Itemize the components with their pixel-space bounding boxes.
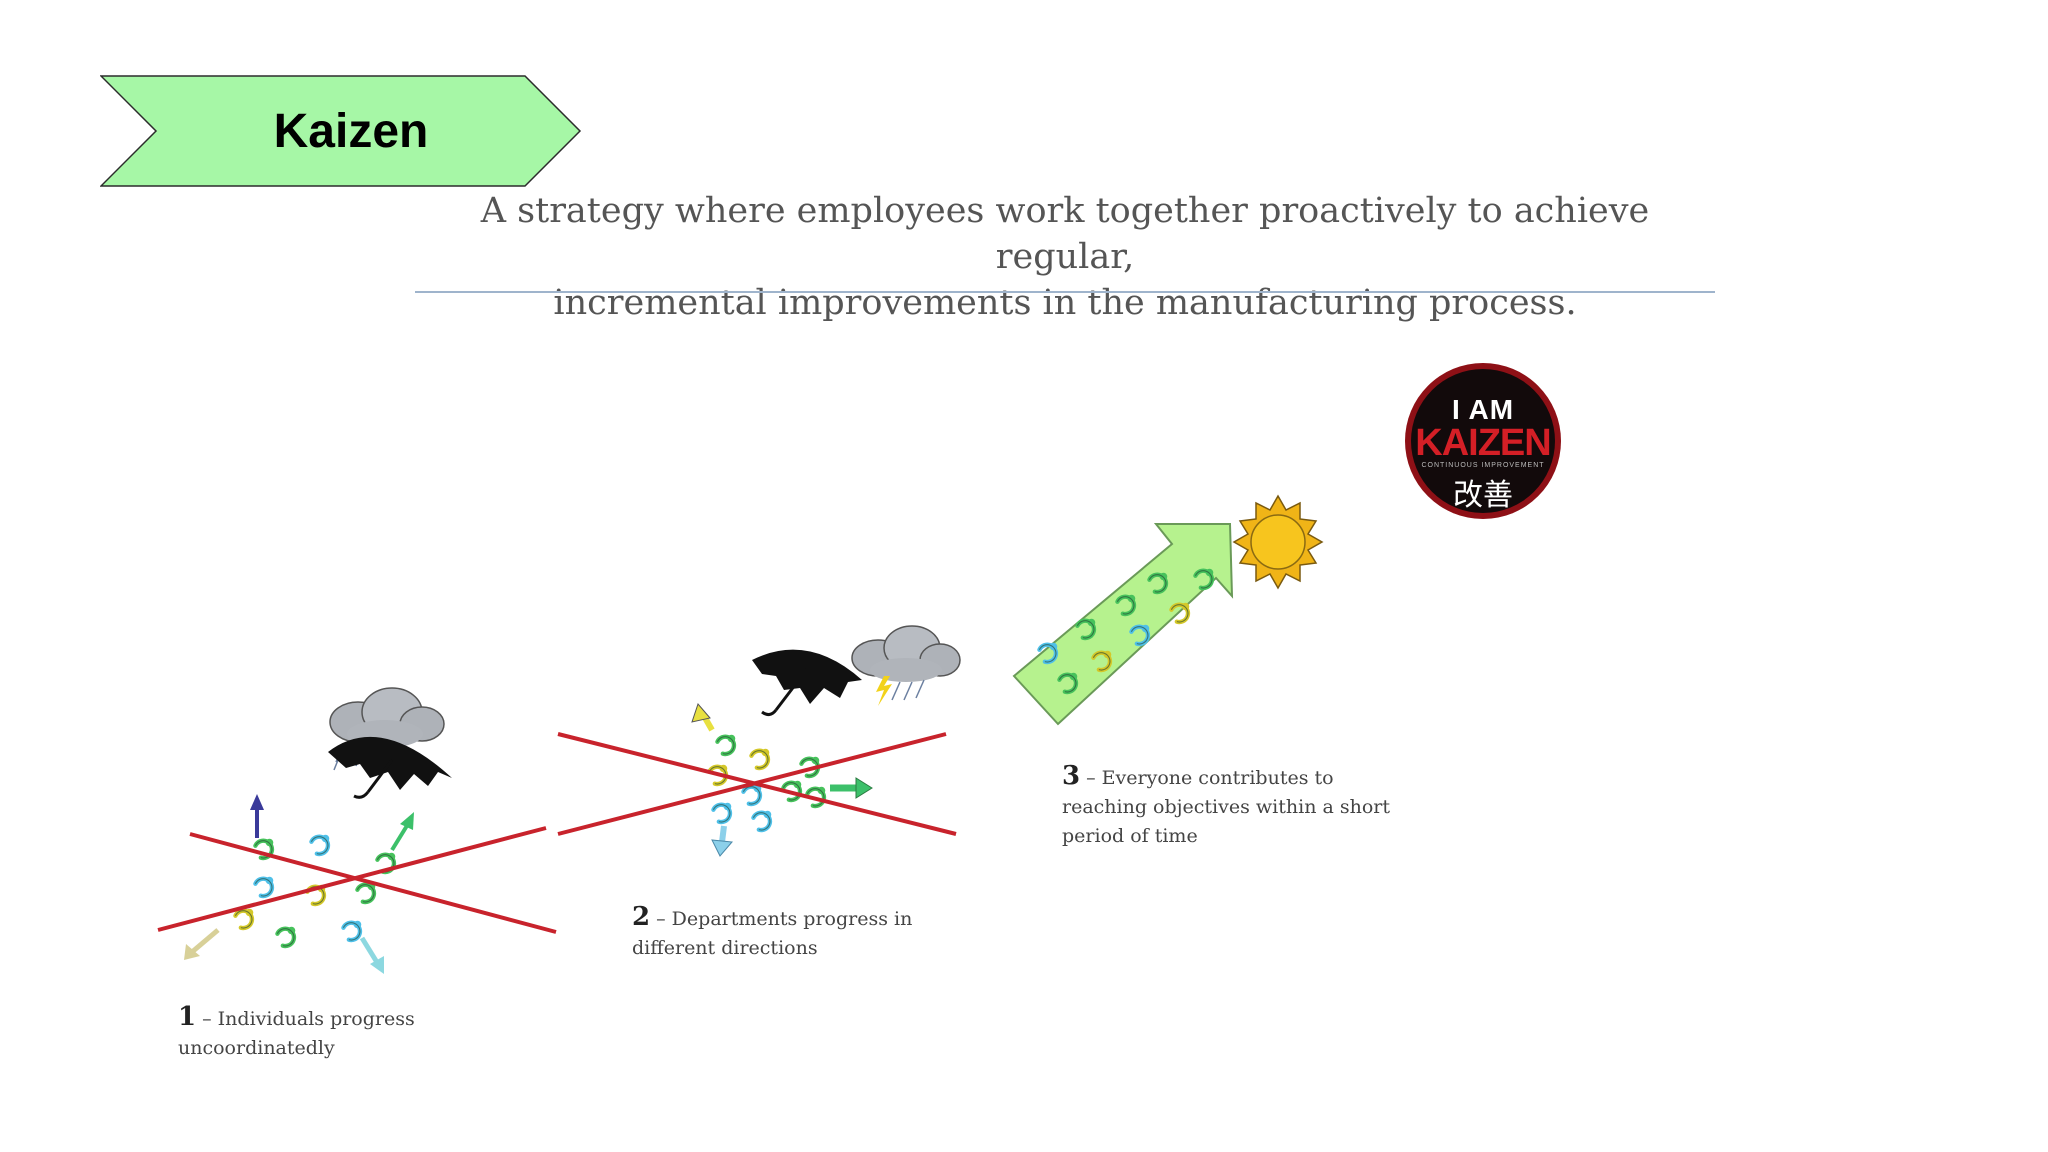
stage-2-text: – Departments progress in different dire… — [632, 908, 913, 959]
divider — [415, 291, 1715, 293]
stage-3-text: – Everyone contributes to reaching objec… — [1062, 767, 1390, 847]
logo-circle — [1405, 363, 1561, 519]
page-title: Kaizen — [273, 104, 429, 158]
stage-1-caption: 1 – Individuals progress uncoordinatedly — [178, 1003, 478, 1063]
cloud-icon — [329, 687, 445, 771]
stage-3-caption: 3 – Everyone contributes to reaching obj… — [1062, 762, 1422, 851]
logo-small-text: CONTINUOUS IMPROVEMENT — [1421, 462, 1545, 469]
logo-kanji: 改善 — [1453, 478, 1513, 513]
stage-1-cross — [157, 826, 557, 934]
title-banner: Kaizen — [100, 75, 582, 187]
arrow-icon — [184, 794, 414, 974]
umbrella-icon — [752, 649, 862, 717]
stage-2-number: 2 — [632, 902, 651, 932]
logo-line-2: KAIZEN — [1415, 422, 1551, 464]
stage-3-number: 3 — [1062, 761, 1081, 791]
subtitle: A strategy where employees work together… — [415, 188, 1715, 326]
logo-line-1: I AM — [1451, 394, 1515, 425]
banner-shape — [100, 75, 582, 187]
stage-1-group — [157, 687, 557, 974]
sun-icon — [1232, 494, 1324, 590]
stage-2-group — [557, 625, 961, 857]
stage-1-number: 1 — [178, 1002, 197, 1032]
person-icon — [709, 735, 825, 830]
i-am-kaizen-logo: I AM KAIZEN CONTINUOUS IMPROVEMENT 改善 — [1402, 360, 1564, 522]
stage-2-caption: 2 – Departments progress in different di… — [632, 903, 962, 963]
stage-3-group — [1012, 494, 1324, 726]
stage-2-cross — [557, 732, 957, 836]
stage-1-text: – Individuals progress uncoordinatedly — [178, 1008, 415, 1059]
arrow-icon — [691, 703, 873, 857]
big-arrow-icon — [1012, 523, 1234, 726]
umbrella-icon — [328, 736, 452, 799]
subtitle-line-1: A strategy where employees work together… — [480, 191, 1650, 277]
cloud-icon — [851, 625, 961, 706]
subtitle-line-2: incremental improvements in the manufact… — [553, 283, 1577, 323]
